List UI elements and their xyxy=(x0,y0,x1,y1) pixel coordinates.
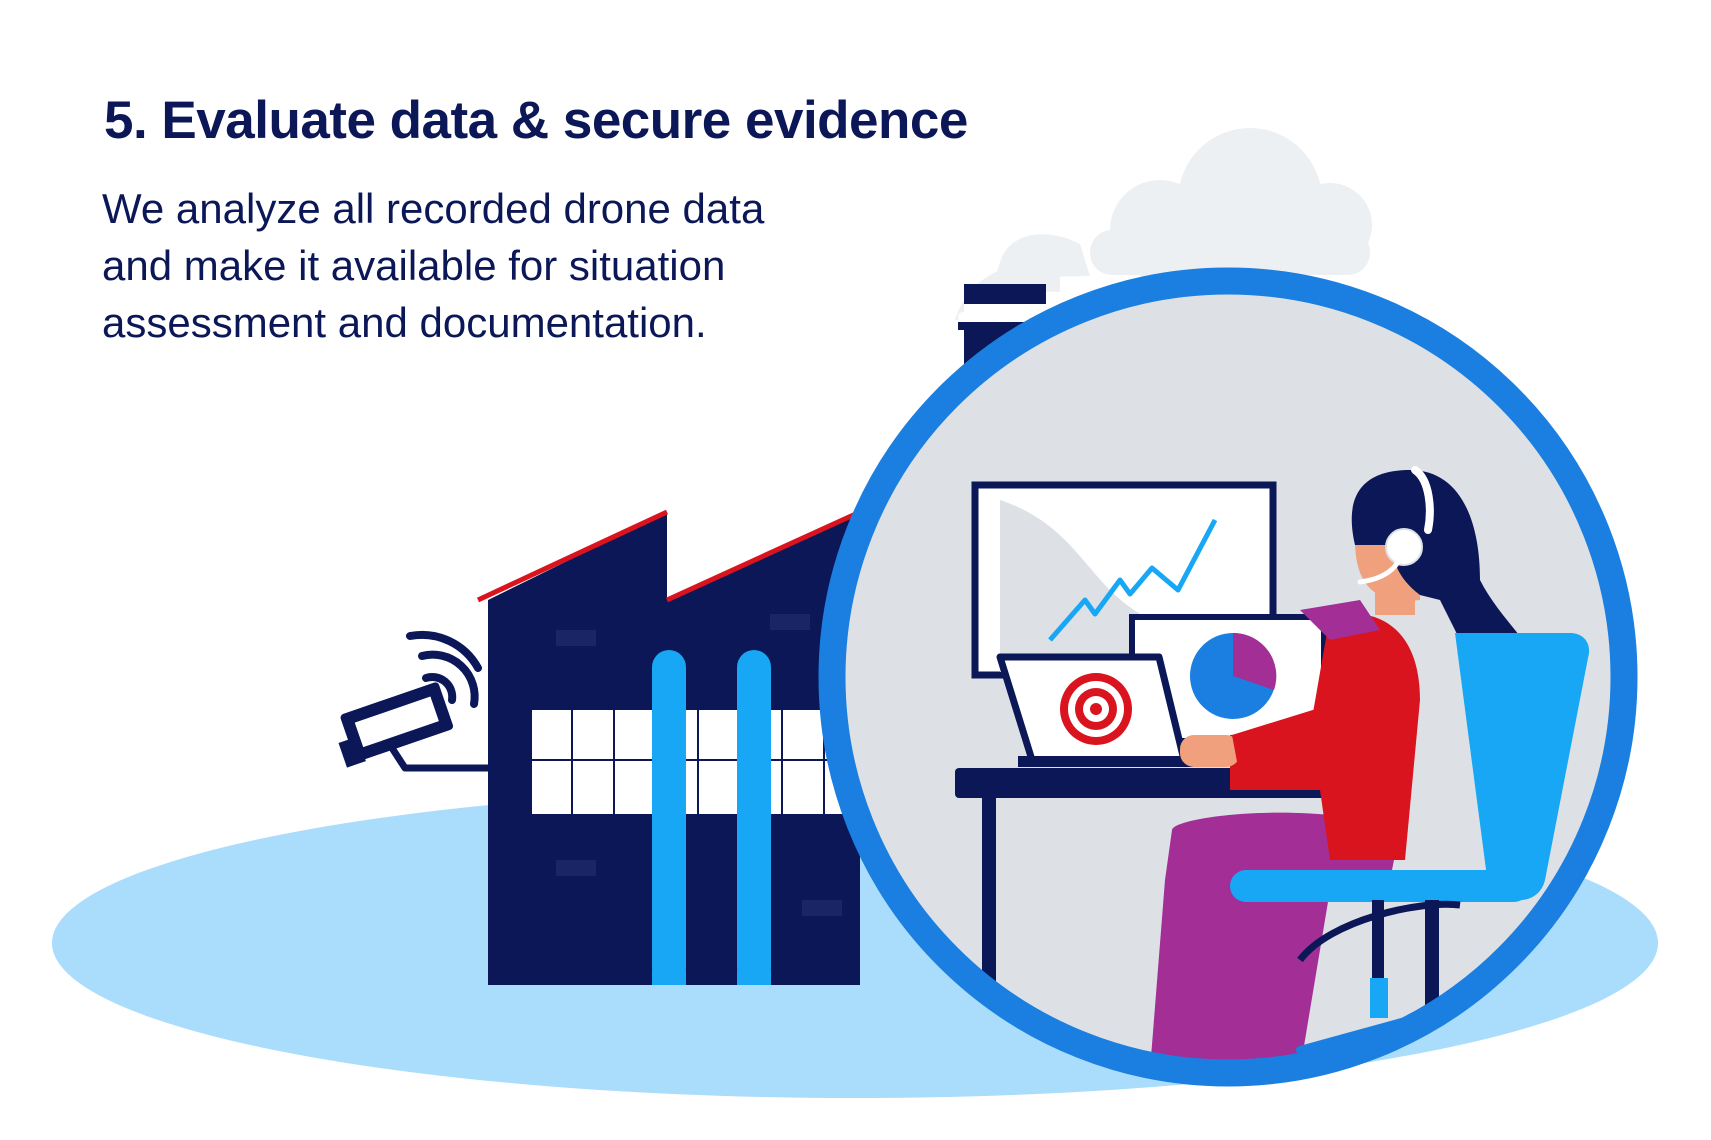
laptop-target-icon xyxy=(996,653,1193,767)
magnifier-circle-icon xyxy=(818,267,1638,1087)
wifi-signal-icon xyxy=(406,630,482,708)
factory-icon xyxy=(476,509,862,985)
description-line-3: assessment and documentation. xyxy=(102,299,707,346)
page-title: 5. Evaluate data & secure evidence xyxy=(104,91,968,150)
step-description: We analyze all recorded drone data and m… xyxy=(102,180,862,351)
security-camera-icon xyxy=(338,682,488,772)
description-line-2: and make it available for situation xyxy=(102,242,726,289)
description-line-1: We analyze all recorded drone data xyxy=(102,185,765,232)
factory-pipe xyxy=(652,650,686,985)
factory-pipe xyxy=(737,650,771,985)
